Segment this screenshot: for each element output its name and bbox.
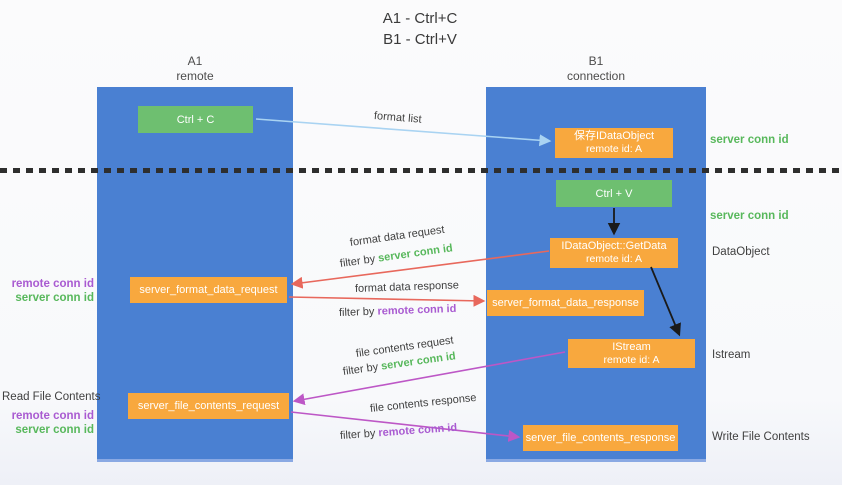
node-save-idataobject-title: 保存IDataObject <box>573 130 655 142</box>
lane-header-a1: A1 remote <box>115 54 275 84</box>
title-line-ctrl-v: B1 - Ctrl+V <box>383 31 457 48</box>
node-istream: IStream remote id: A <box>568 339 695 368</box>
arrow-format-data-response <box>288 294 486 307</box>
arrow-label-format-list: format list <box>373 110 423 126</box>
side-label-remote-conn-id-left-1: remote conn id <box>11 278 94 290</box>
filter-by-text: filter by <box>338 305 375 319</box>
node-server-file-contents-request: server_file_contents_request <box>128 393 289 419</box>
side-label-read-file-contents: Read File Contents <box>2 391 101 403</box>
node-getdata-remote-id: remote id: A <box>585 253 643 265</box>
node-istream-title: IStream <box>612 340 651 353</box>
filter-by-text: filter by <box>339 427 376 442</box>
filter-by-text: filter by <box>342 361 379 378</box>
lane-a1-name: A1 <box>187 54 203 68</box>
side-label-dataobject: DataObject <box>712 246 770 258</box>
diagram-title: A1 - Ctrl+C B1 - Ctrl+V <box>300 8 540 50</box>
side-label-server-conn-id-right-2: server conn id <box>710 210 789 222</box>
side-label-server-conn-id-left-1: server conn id <box>15 292 94 304</box>
remote-conn-id-text: remote conn id <box>377 302 457 318</box>
side-label-write-file-contents: Write File Contents <box>712 431 810 443</box>
phase-separator-dotted-line <box>0 168 842 173</box>
node-server-file-contents-response: server_file_contents_response <box>523 425 678 451</box>
node-getdata-title: IDataObject::GetData <box>561 240 667 252</box>
arrow-label-filter-by-remote-2: filter by remote conn id <box>340 422 458 442</box>
node-server-format-data-request: server_format_data_request <box>130 277 287 303</box>
lane-header-b1: B1 connection <box>516 54 676 84</box>
node-ctrl-v: Ctrl + V <box>556 180 672 207</box>
side-label-server-conn-id-right-1: server conn id <box>710 134 789 146</box>
arrow-label-format-data-response: format data response <box>354 279 460 295</box>
arrow-label-file-contents-response: file contents response <box>369 391 478 415</box>
side-label-istream: Istream <box>712 349 751 361</box>
title-line-ctrl-c: A1 - Ctrl+C <box>382 10 458 27</box>
lane-a1-role: remote <box>176 69 214 83</box>
node-istream-remote-id: remote id: A <box>603 353 660 366</box>
node-ctrl-c: Ctrl + C <box>138 106 253 133</box>
arrow-label-filter-by-remote-1: filter by remote conn id <box>339 303 457 319</box>
lane-b1-role: connection <box>566 69 626 83</box>
side-label-server-conn-id-left-2: server conn id <box>15 424 94 436</box>
node-save-idataobject-remote-id: remote id: A <box>585 143 643 155</box>
side-label-remote-conn-id-left-2: remote conn id <box>11 410 94 422</box>
node-server-format-data-response: server_format_data_response <box>487 290 644 316</box>
node-idataobject-getdata: IDataObject::GetData remote id: A <box>550 238 678 268</box>
node-save-idataobject: 保存IDataObject remote id: A <box>555 128 673 158</box>
filter-by-text: filter by <box>339 253 376 270</box>
server-conn-id-text: server conn id <box>377 242 454 265</box>
remote-conn-id-text: remote conn id <box>378 421 458 440</box>
lane-b1-name: B1 <box>588 54 604 68</box>
